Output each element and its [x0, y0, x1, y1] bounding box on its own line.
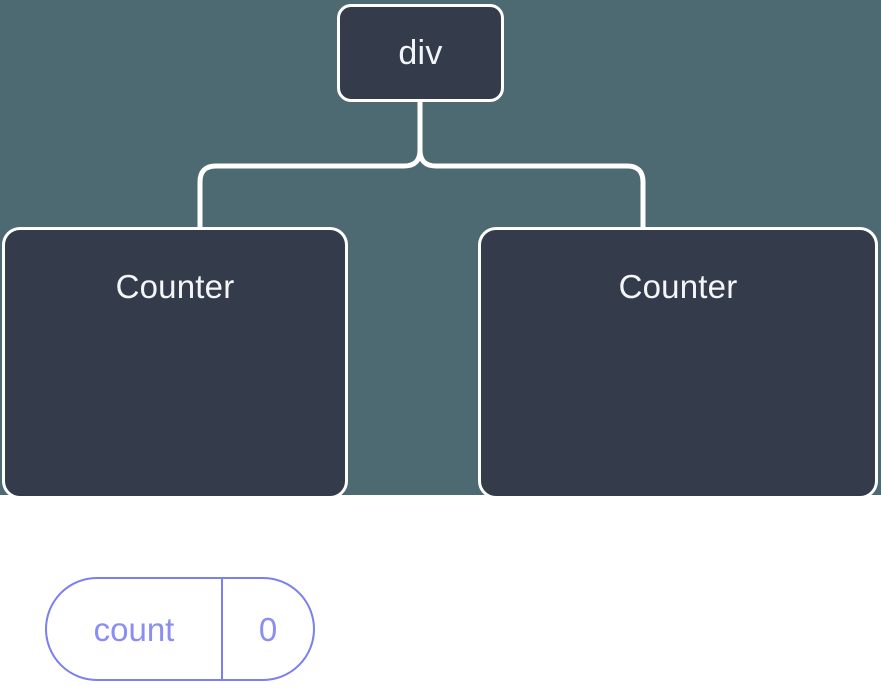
connector-right: [417, 99, 646, 231]
node-counter-left[interactable]: Counter count 0: [2, 227, 348, 681]
state-pill-left[interactable]: count 0: [45, 577, 315, 681]
node-div-label: div: [398, 34, 443, 72]
node-counter-right[interactable]: Counter count 1: [478, 227, 878, 499]
state-value-left: 0: [221, 579, 313, 679]
node-counter-right-title: Counter: [618, 268, 738, 305]
state-pill-left-body: count 0: [45, 577, 315, 681]
node-div[interactable]: div: [337, 4, 504, 102]
node-counter-left-title: Counter: [115, 268, 235, 305]
connector-lines: [0, 0, 881, 495]
state-key-left: count: [93, 610, 175, 648]
connector-left: [197, 99, 423, 231]
